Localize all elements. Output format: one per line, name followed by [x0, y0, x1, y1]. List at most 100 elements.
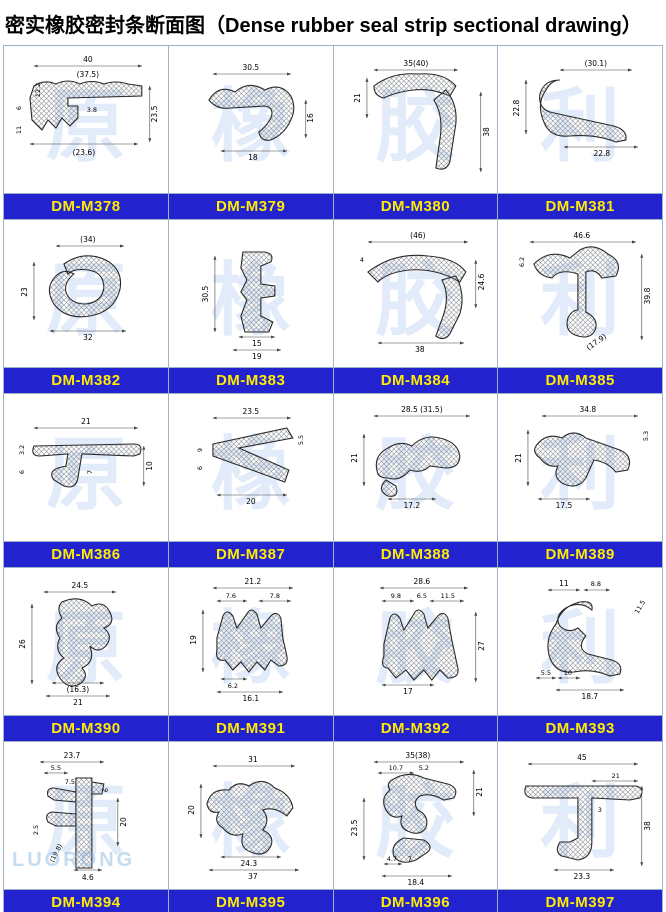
- seal-profile-drawing: 23.7 5.5 7.5 6 20 2.5 (19.8) 4.6: [32, 751, 128, 882]
- model-label: DM-M386: [4, 542, 168, 567]
- dimension-label: 27: [476, 641, 485, 651]
- seal-profile-drawing: 34.8 5.3 21 17.5: [514, 405, 650, 510]
- dimension-label: 22.8: [594, 149, 611, 158]
- profile-shape: [55, 598, 113, 687]
- model-label: DM-M387: [168, 542, 333, 567]
- model-label: DM-M388: [333, 542, 498, 567]
- dimension-label: 35(40): [403, 59, 428, 68]
- dimension-label: 18.4: [407, 878, 424, 887]
- dimension-label: 11: [559, 579, 569, 588]
- profile-shape: [381, 609, 459, 681]
- dimension-label: 6.2: [518, 257, 526, 267]
- dimension-label: 6: [18, 470, 26, 474]
- dimension-label: (16.3): [67, 685, 90, 694]
- dimension-label: 21: [81, 417, 91, 426]
- dimension-label: 21: [474, 787, 483, 797]
- profile-shape: [208, 84, 295, 141]
- profile-shape: [534, 432, 631, 487]
- dimension-label: 28.6: [413, 577, 430, 586]
- dimension-label: 38: [643, 821, 652, 831]
- dimension-label: 20: [246, 497, 256, 506]
- profile-shape: [239, 251, 276, 333]
- dimension-label: 22.8: [512, 99, 521, 116]
- dimension-label: 17.2: [403, 501, 420, 510]
- dimension-label: 21: [73, 698, 83, 707]
- seal-profile-drawing: 30.5 15 19: [201, 251, 281, 361]
- dimension-label: 46.6: [574, 231, 591, 240]
- dimension-label: 39.8: [643, 287, 652, 304]
- profile-cell-dm-m385: 利 46.6 6.2 39.8 (17.9): [498, 220, 662, 367]
- model-label: DM-M380: [333, 194, 498, 219]
- dimension-label: 17.5: [556, 501, 573, 510]
- profile-shape: [212, 427, 294, 483]
- model-label: DM-M391: [168, 716, 333, 741]
- profile-cell-dm-m380: 胶 35(40) 21 38: [333, 46, 498, 193]
- dimension-label: 31: [248, 755, 258, 764]
- dimension-label: 3.8: [87, 106, 97, 114]
- brand-watermark: LUORONG: [12, 849, 136, 871]
- model-label: DM-M396: [333, 890, 498, 912]
- profile-grid: 原 40 (37.5) 12.2 6 11 3.8 23.5 (23.6) 橡: [3, 45, 663, 912]
- profile-cell-dm-m394: 原 23.7 5.5 7.5 6 20 2.5 (19.8) 4.6: [4, 742, 168, 889]
- dimension-label: 11.5: [440, 592, 454, 600]
- profile-shape: [366, 254, 466, 283]
- dimension-label: 12.2: [34, 83, 42, 97]
- profile-shape: [382, 773, 456, 863]
- seal-profile-drawing: 35(40) 21 38: [352, 59, 490, 173]
- profile-shape: [434, 275, 463, 340]
- dimension-label: 15: [252, 339, 262, 348]
- dimension-label: 19: [252, 352, 262, 361]
- dimension-label: 5.5: [51, 764, 61, 772]
- profile-cell-dm-m384: 胶 (46) 4 24.6 38: [333, 220, 498, 367]
- dimension-label: 21: [352, 93, 361, 103]
- seal-profile-drawing: (46) 4 24.6 38: [359, 231, 485, 354]
- profile-shape: [380, 479, 397, 497]
- dimension-label: 26: [18, 639, 27, 649]
- dimension-label: 4.6: [82, 873, 94, 882]
- dimension-label: (46): [410, 231, 425, 240]
- model-label: DM-M393: [498, 716, 662, 741]
- dimension-label: 5.5: [541, 669, 551, 677]
- profile-cell-dm-m395: 橡 31 20 24.3 37: [168, 742, 333, 889]
- seal-profile-drawing: 45 21 3 38 23.3: [524, 753, 652, 881]
- dimension-label: 21.2: [244, 577, 261, 586]
- dimension-label: 21: [612, 772, 620, 780]
- model-label: DM-M382: [4, 368, 168, 393]
- dimension-label: 7: [86, 470, 94, 474]
- profile-shape: [533, 246, 620, 338]
- dimension-label: 18: [248, 153, 258, 162]
- dimension-label: (37.5): [77, 70, 100, 79]
- profile-shape: [215, 609, 288, 673]
- dimension-label: 23.5: [349, 819, 358, 836]
- dimension-label: 17: [403, 687, 413, 696]
- dimension-label: (34): [80, 235, 95, 244]
- profile-cell-dm-m393: 利 11 8.8 11.5 5.5 10 18.7: [498, 568, 662, 715]
- dimension-label: 11: [15, 126, 23, 134]
- dimension-label: 10.7: [388, 764, 402, 772]
- seal-profile-drawing: 21 3.2 6 7 10: [18, 417, 154, 488]
- profile-shape: [539, 79, 627, 143]
- seal-profile-drawing: (30.1) 22.8 22.8: [512, 59, 639, 158]
- model-label: DM-M381: [498, 194, 662, 219]
- model-label: DM-M390: [4, 716, 168, 741]
- profile-cell-dm-m391: 橡 21.2 7.6 7.8 19 6.2 16.1: [168, 568, 333, 715]
- dimension-label: 4.7: [386, 855, 396, 863]
- dimension-label: 23: [20, 287, 29, 297]
- dimension-label: 9: [196, 448, 204, 452]
- page-title-en: （Dense rubber seal strip sectional drawi…: [205, 15, 642, 37]
- profile-shape: [372, 73, 456, 99]
- profile-shape: [29, 80, 143, 131]
- seal-profile-drawing: 28.5 (31.5) 21 17.2: [349, 405, 470, 510]
- seal-profile-drawing: 11 8.8 11.5 5.5 10 18.7: [535, 579, 647, 701]
- dimension-label: 30.5: [242, 63, 259, 72]
- dimension-label: 8.8: [591, 580, 601, 588]
- seal-profile-drawing: 46.6 6.2 39.8 (17.9): [518, 231, 652, 352]
- profile-shape: [375, 436, 460, 480]
- profile-cell-dm-m389: 利 34.8 5.3 21 17.5: [498, 394, 662, 541]
- model-label: DM-M383: [168, 368, 333, 393]
- dimension-label: 24.6: [476, 273, 485, 290]
- profile-shape: [432, 89, 457, 170]
- seal-profile-drawing: 30.5 16 18: [208, 63, 315, 162]
- dimension-label: 5.5: [297, 435, 305, 445]
- dimension-label: 21: [349, 453, 358, 463]
